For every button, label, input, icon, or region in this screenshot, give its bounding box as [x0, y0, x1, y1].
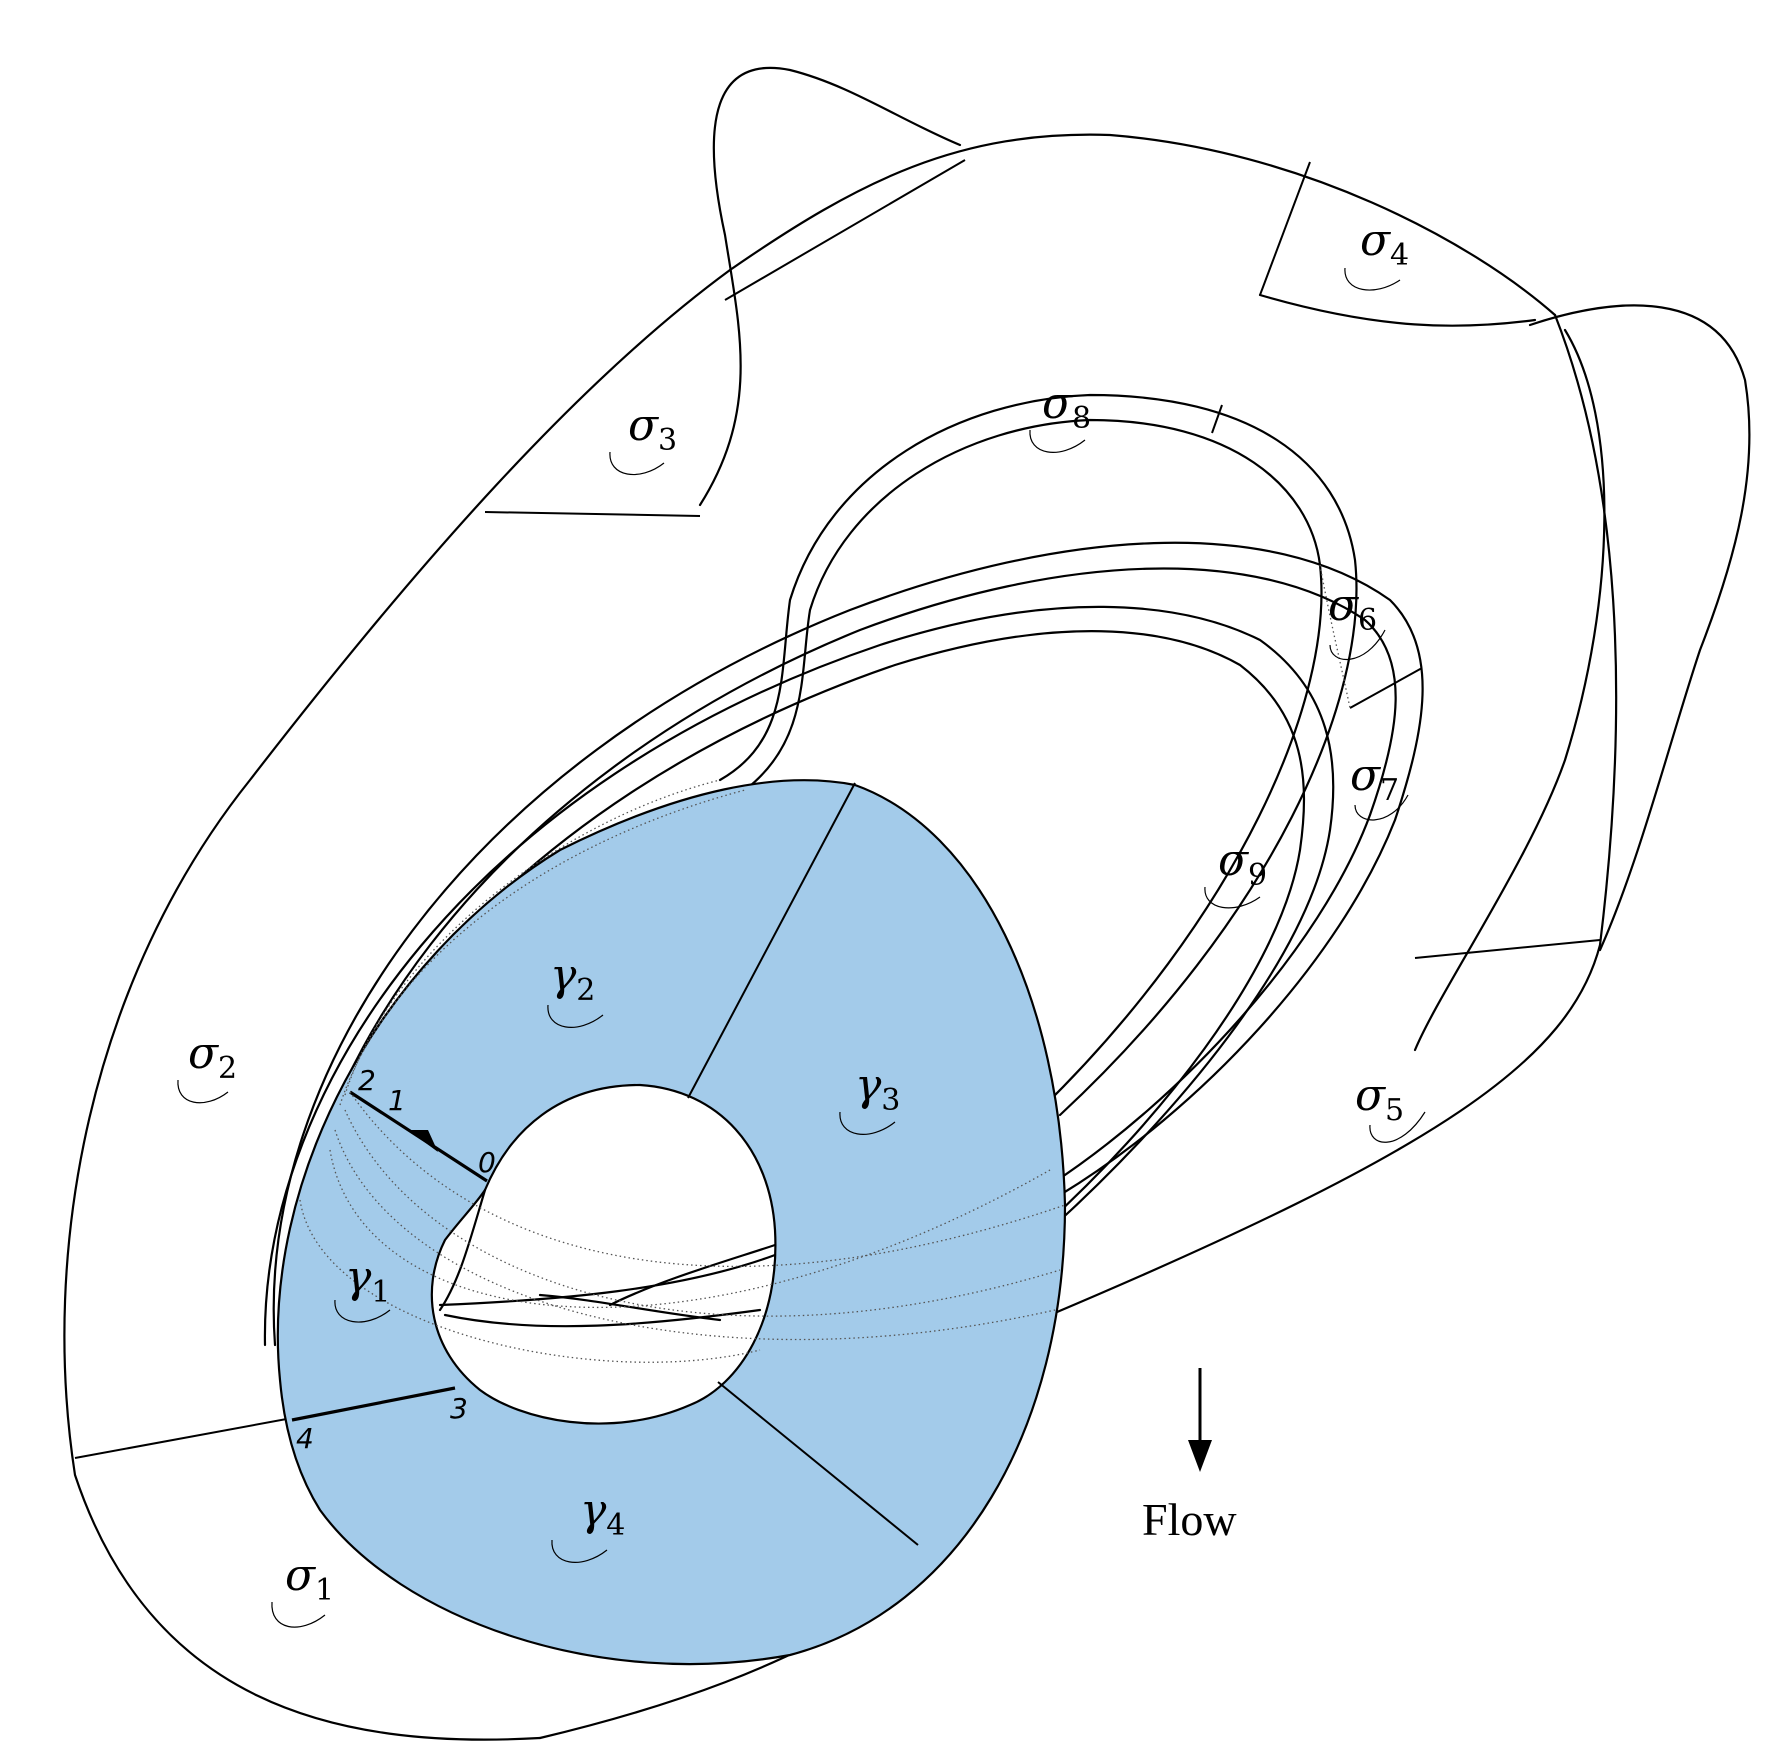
label-sigma5: σ5 — [1355, 1070, 1404, 1128]
point-label-0: 0 — [478, 1146, 496, 1179]
point-labels: 0 1 2 3 4 — [296, 1064, 496, 1455]
orientation-arcs — [177, 267, 1426, 1628]
hole-strand-5 — [608, 1243, 777, 1307]
orient-sigma5 — [1369, 1111, 1426, 1143]
outer-right-boundary — [1048, 313, 1618, 1317]
point-label-3: 3 — [450, 1392, 468, 1425]
orient-gamma4 — [551, 1539, 608, 1563]
cut-sigma6-sigma7 — [1349, 667, 1423, 709]
label-gamma4: γ4 — [580, 1485, 625, 1543]
orient-gamma3 — [839, 1111, 896, 1135]
point-label-2: 2 — [358, 1064, 376, 1097]
outer-boundary — [63, 66, 1751, 1741]
inner-bands — [263, 393, 1424, 1347]
cut-sigma5-upper — [1414, 939, 1601, 959]
inner-right-boundary — [1413, 328, 1606, 1052]
hidden-curve-3 — [334, 1129, 1056, 1341]
hidden-curve-8 — [1319, 564, 1351, 709]
cut-sigma3-sigma4 — [724, 159, 966, 301]
orient-gamma1 — [334, 1299, 391, 1323]
label-sigma3: σ3 — [628, 400, 677, 458]
right-lobe-boundary — [1528, 304, 1751, 952]
cut-sigma8 — [1211, 404, 1223, 434]
label-sigma4: σ4 — [1360, 215, 1409, 273]
orient-sigma7 — [1354, 794, 1409, 821]
label-sigma2: σ2 — [188, 1028, 237, 1086]
band-sigma7-outer — [272, 541, 1424, 1347]
cut-sigma4-right — [1259, 161, 1311, 296]
flow-arrow-head — [1188, 1440, 1212, 1472]
arrow-head-1 — [408, 1130, 438, 1152]
hole-strand-4 — [438, 1188, 487, 1312]
upper-lobe-boundary — [698, 66, 962, 507]
orient-sigma3 — [609, 451, 665, 476]
hole-strand-3 — [538, 1293, 722, 1322]
label-sigma8: σ8 — [1042, 378, 1091, 436]
band-sigma9-outer — [263, 605, 1335, 1347]
hole-strand-1 — [438, 1253, 777, 1307]
label-gamma3: γ3 — [855, 1060, 900, 1118]
orient-sigma8 — [1029, 429, 1086, 453]
point-label-4: 4 — [296, 1422, 314, 1455]
hidden-curve-4 — [329, 1149, 1051, 1309]
orient-sigma1 — [271, 1601, 326, 1628]
gamma-disk — [276, 564, 1351, 1666]
segment-3-4 — [291, 1386, 456, 1422]
region-labels: σ1 σ2 σ3 σ4 σ5 σ6 σ7 σ8 σ9 γ1 γ2 γ3 γ4 — [188, 215, 1409, 1608]
flow-label: Flow — [1142, 1494, 1237, 1545]
label-sigma1: σ1 — [285, 1550, 334, 1608]
label-gamma1: γ1 — [345, 1252, 390, 1310]
annulus-disk — [276, 779, 1067, 1666]
outer-left-boundary — [63, 268, 732, 1741]
label-gamma2: γ2 — [550, 950, 595, 1008]
label-sigma6: σ6 — [1328, 580, 1377, 638]
cut-gamma2-gamma3 — [687, 782, 856, 1099]
flow-indicator: Flow — [1142, 1368, 1237, 1545]
hidden-curve-1 — [349, 1091, 1066, 1268]
orient-sigma9 — [1204, 886, 1261, 909]
cut-gamma3-gamma4 — [717, 1381, 919, 1546]
point-label-1: 1 — [388, 1084, 406, 1117]
label-sigma9: σ9 — [1218, 835, 1267, 893]
orient-sigma2 — [177, 1079, 229, 1104]
cut-sigma2-sigma3 — [484, 511, 701, 517]
band-sigma7-inner — [288, 567, 1397, 1347]
hole-strand-2 — [443, 1308, 762, 1328]
outer-top-boundary — [728, 133, 1557, 317]
orient-sigma4 — [1344, 267, 1401, 291]
orient-sigma6 — [1329, 629, 1386, 660]
sigma4-lower-boundary — [1258, 293, 1537, 327]
orient-gamma2 — [547, 1004, 604, 1028]
label-sigma7: σ7 — [1350, 750, 1399, 808]
